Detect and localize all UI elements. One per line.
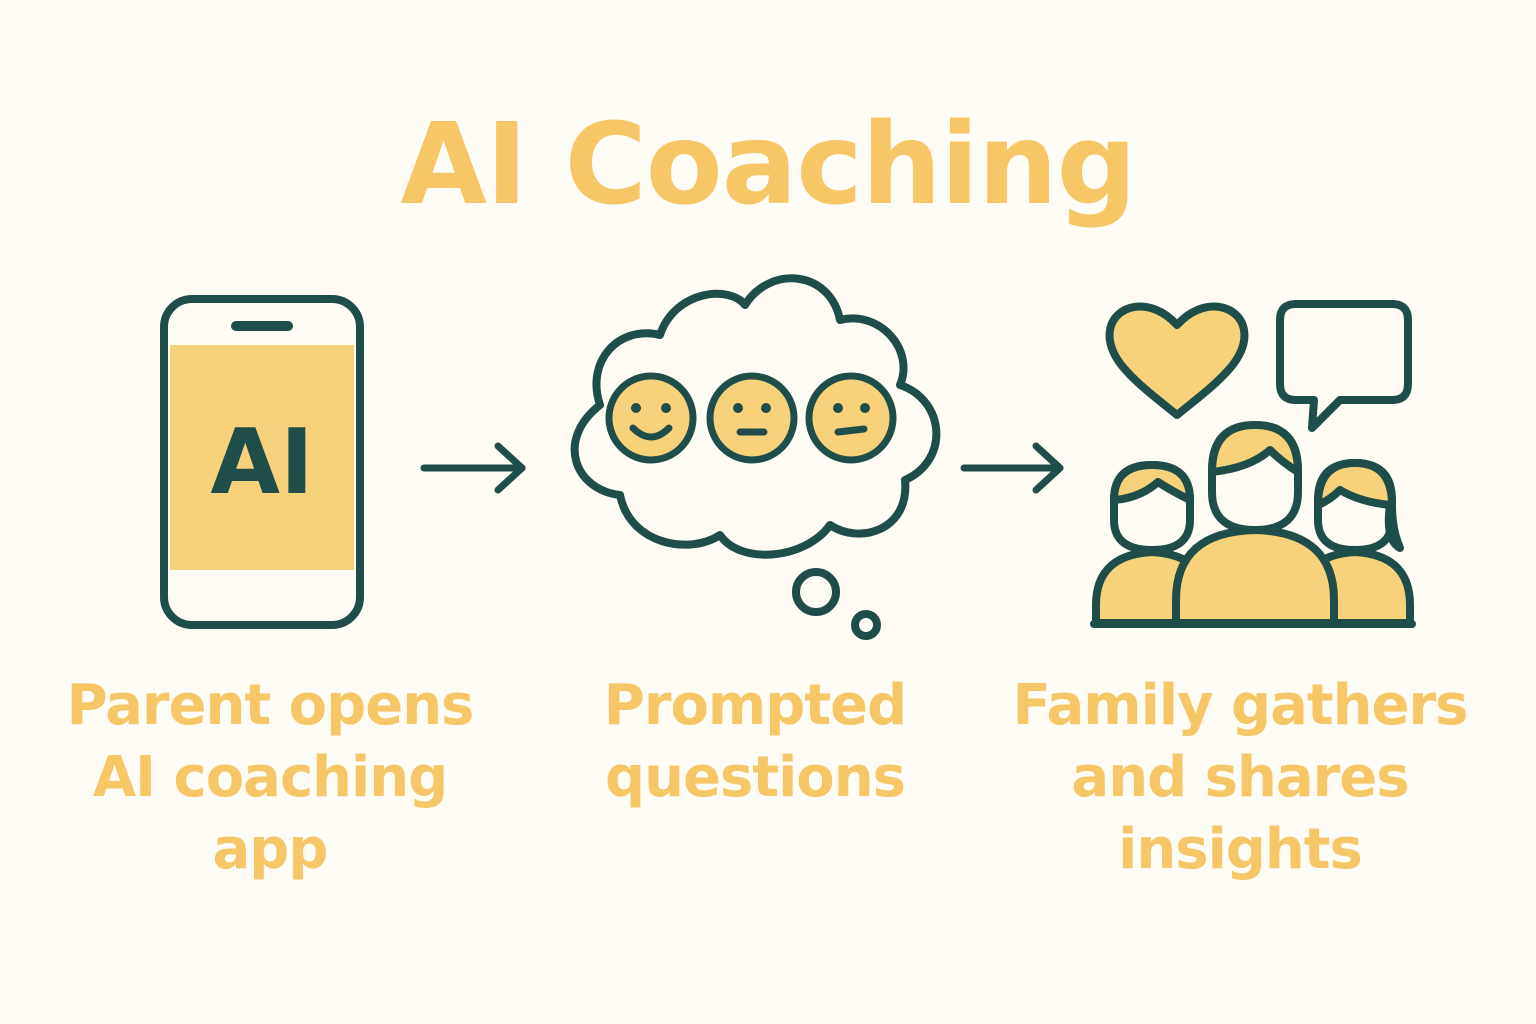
- caption-line: and shares: [1071, 745, 1409, 810]
- caption-line: questions: [605, 745, 906, 810]
- smiling-face-icon: [605, 372, 697, 464]
- heart-icon: [1105, 302, 1249, 419]
- speech-bubble-icon: [1276, 300, 1412, 432]
- caption-line: Prompted: [603, 673, 907, 738]
- family-icon: [1090, 421, 1416, 628]
- step-3-caption: Family gathers and shares insights: [1000, 670, 1480, 886]
- right-person-hair: [1314, 459, 1404, 552]
- diagram-title: AI Coaching: [400, 100, 1136, 230]
- center-person-body: [1172, 526, 1338, 627]
- caption-line: insights: [1118, 817, 1363, 882]
- neutral-face-icon: [706, 372, 798, 464]
- thought-dot-large: [792, 568, 840, 616]
- phone-icon: [160, 295, 364, 629]
- phone-screen-label: AI: [210, 410, 313, 515]
- uncertain-face-icon: [805, 372, 897, 464]
- step-2-caption: Prompted questions: [560, 670, 950, 814]
- phone-screen-fill: [170, 345, 354, 570]
- step-1-caption: Parent opens AI coaching app: [40, 670, 500, 886]
- caption-line: app: [212, 817, 329, 882]
- caption-line: Parent opens: [66, 673, 475, 738]
- left-person-hair: [1110, 461, 1194, 504]
- thought-dot-small: [851, 610, 881, 640]
- caption-line: Family gathers: [1012, 673, 1469, 738]
- center-person-hair: [1208, 421, 1302, 476]
- arrow-right-icon: [420, 442, 526, 494]
- phone-body: [160, 295, 364, 629]
- caption-line: AI coaching: [92, 745, 448, 810]
- arrow-right-icon: [960, 442, 1064, 494]
